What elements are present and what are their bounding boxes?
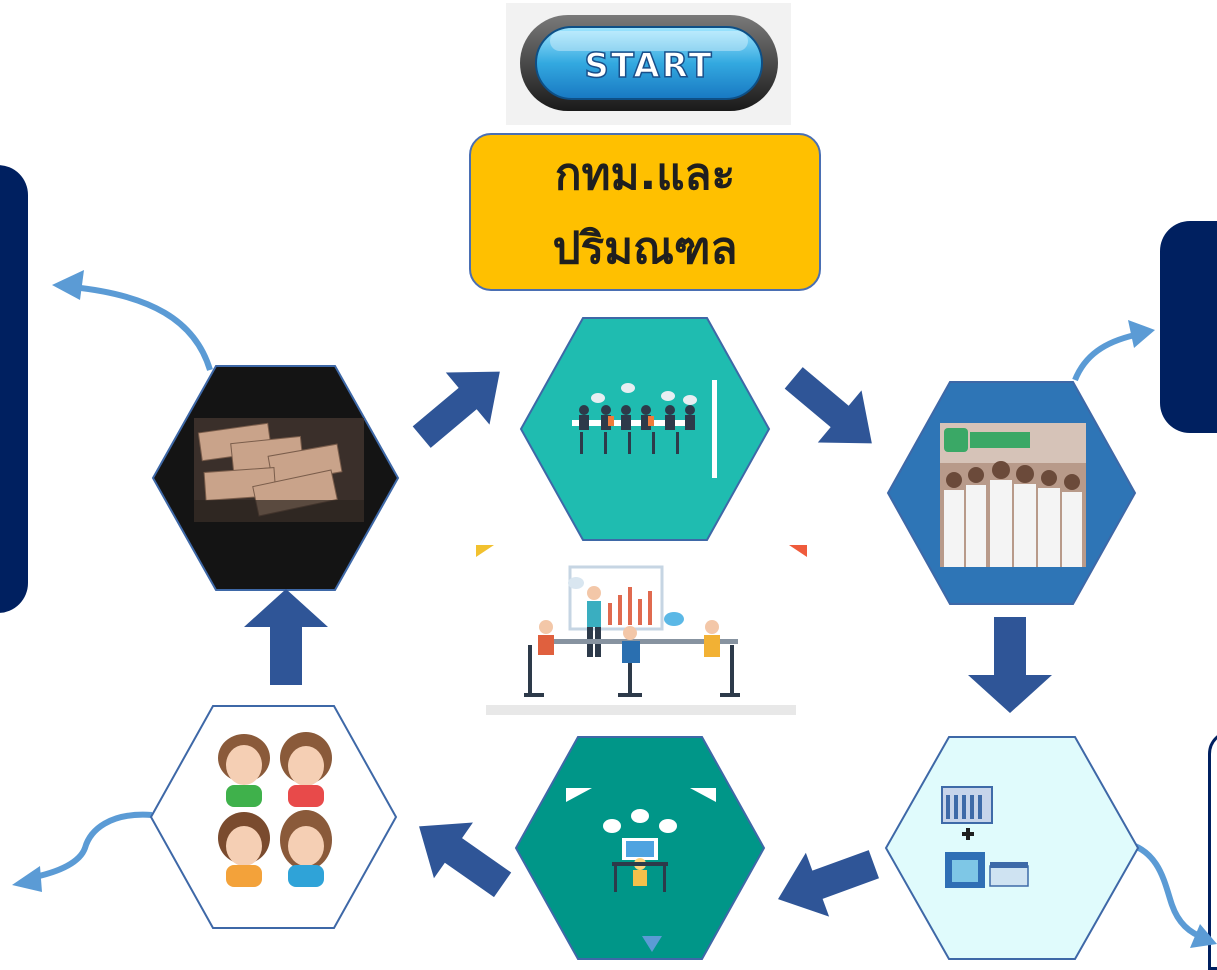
arrow-meeting-to-nurses [784,367,872,444]
right-navy-panel-top [1160,221,1217,433]
arrow-computer-user-to-children [419,822,512,898]
curved-arrow-top-right [1072,332,1136,382]
title-line-2: ปริมณฑล [552,223,738,274]
start-label: START [584,46,713,86]
arrow-nurses-to-clinic [968,617,1052,713]
computer-user-icon [566,788,716,952]
clinic-buildings-icon [941,786,1029,888]
team-meeting-icon [566,380,717,478]
hexagon-children [149,705,398,929]
curved-arrow-bottom-right-head [1190,924,1217,948]
curved-arrow-bottom-left-head [12,866,42,892]
title-box: กทม.และ ปริมณฑล [469,133,821,291]
curved-arrow-top-left-head [52,270,84,300]
nurses-photo [940,423,1086,567]
curved-arrow-top-right-head [1128,320,1155,348]
arrow-clinic-to-computer-user [778,850,879,917]
arrow-children-to-money [244,589,328,685]
money-banknotes-image [194,418,364,522]
business-meeting-presentation-image [476,545,807,715]
title-line-1: กทม.และ [554,149,736,200]
curved-arrow-top-left [71,284,213,371]
curved-arrow-bottom-left [29,811,153,881]
start-button[interactable]: START [506,3,791,125]
left-navy-panel [0,165,28,613]
curved-arrow-bottom-right [1124,840,1206,941]
hexagon-clinic [884,736,1140,960]
arrow-money-to-meeting [412,371,500,448]
children-faces-icon [218,732,332,887]
